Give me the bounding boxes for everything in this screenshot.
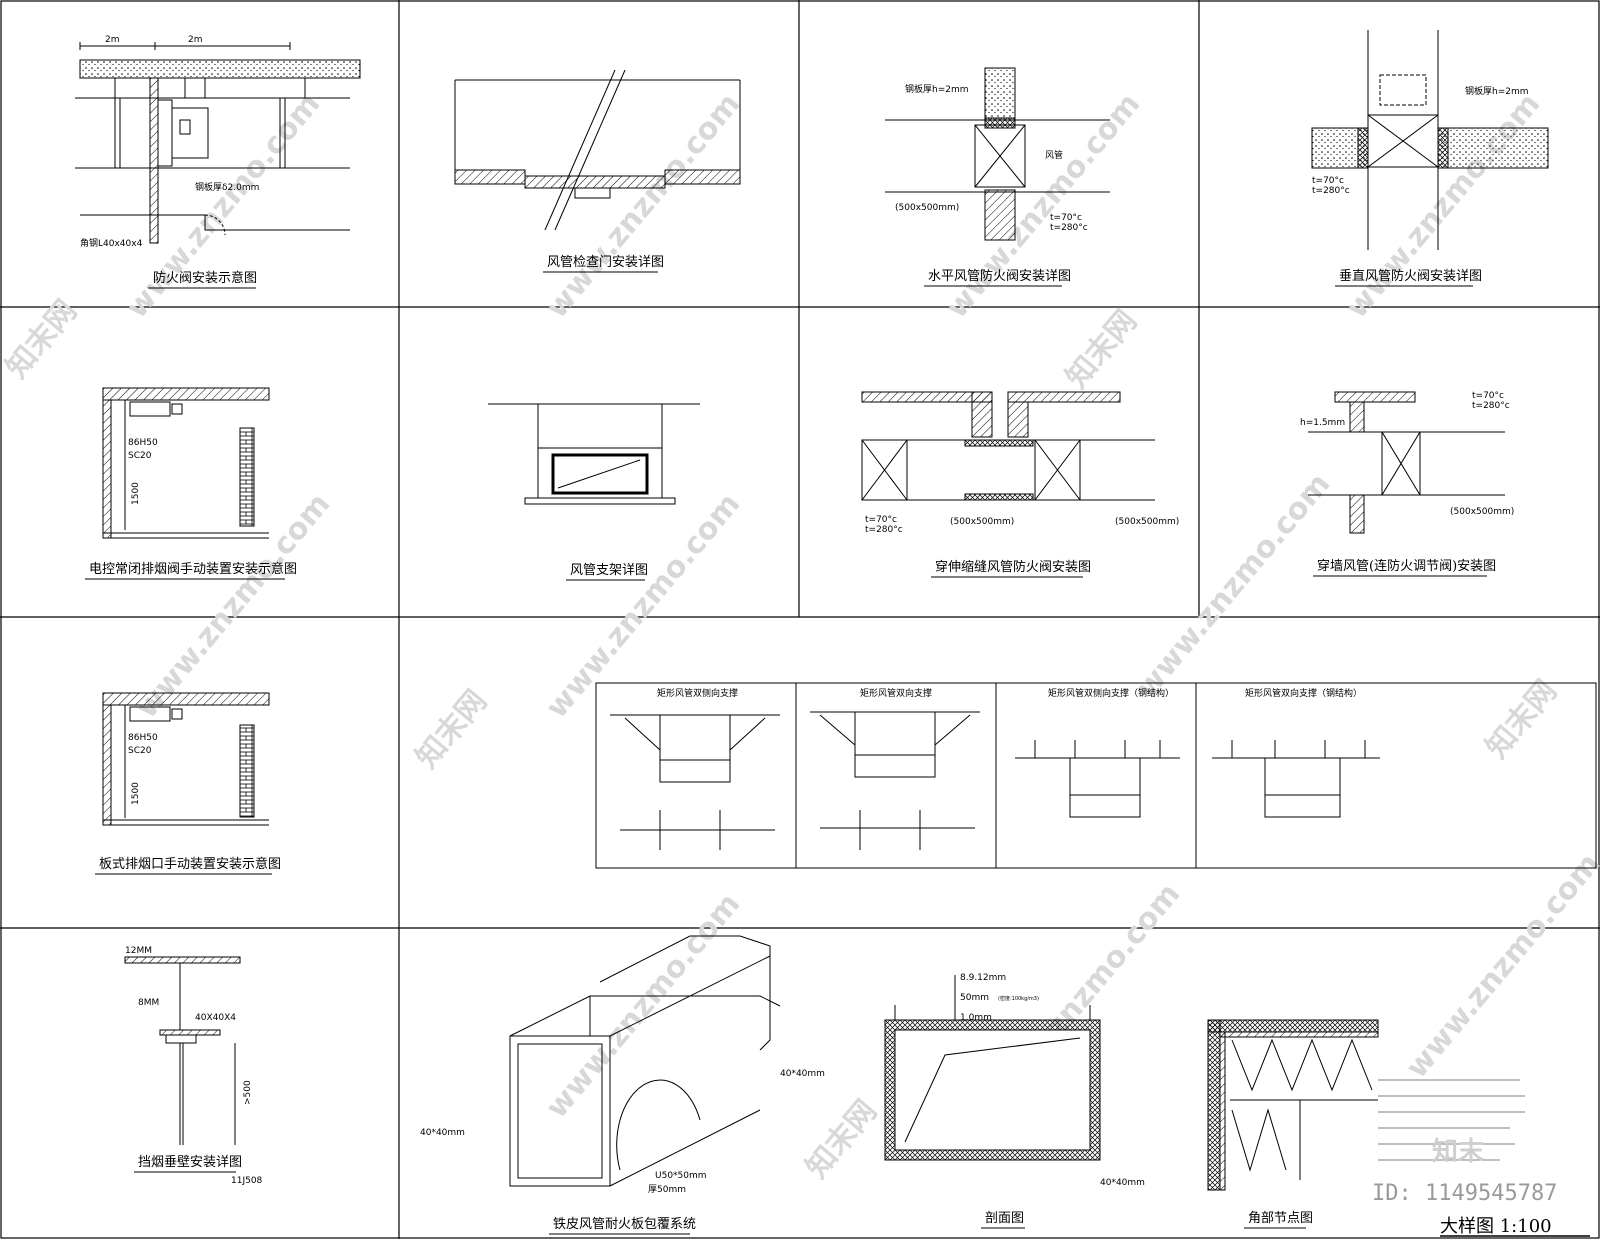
annotation-label: 1500 [131, 482, 141, 505]
annotation-label: SC20 [128, 451, 152, 461]
annotation-label: t=70°c [1050, 213, 1082, 223]
wall-penetration-duct-diagram [1308, 391, 1505, 534]
expansion-joint-damper-diagram [861, 391, 1155, 501]
annotation-label: 钢板厚h=2mm [905, 83, 969, 95]
dimension-label: 2m [105, 35, 120, 45]
panel-title: 风管检查门安装详图 [547, 255, 664, 270]
annotation-label: 8.9.12mm [960, 973, 1006, 983]
support-caption: 矩形风管双向支撑（钢结构） [1245, 687, 1362, 699]
panel-title: 穿伸缩缝风管防火阀安装图 [935, 559, 1091, 575]
panel-title: 风管支架详图 [570, 563, 648, 578]
annotation-label: 12MM [125, 946, 152, 956]
inspection-door-diagram [454, 69, 741, 231]
annotation-label: (密度:100kg/m3) [998, 995, 1039, 1002]
annotation-label: 1.0mm [960, 1013, 992, 1023]
watermark-text: www.znzmo.com [1399, 847, 1600, 1085]
annotation-label: 钢板厚h=2mm [1465, 85, 1529, 97]
panel-title: 防火阀安装示意图 [153, 270, 257, 286]
annotation-label: 86H50 [128, 733, 158, 743]
asset-id: ID: 1149545787 [1372, 1181, 1557, 1206]
watermark-text: www.znzmo.com [939, 87, 1147, 325]
duct-support-table [595, 682, 1597, 869]
duct-bracket-diagram [488, 403, 700, 505]
annotation-label: 40X40X4 [195, 1013, 236, 1023]
annotation-label: t=70°c [865, 515, 897, 525]
annotation-label: t=280°c [865, 525, 903, 535]
annotation-label: SC20 [128, 746, 152, 756]
watermark-text: www.znzmo.com [1339, 87, 1547, 325]
annotation-label: (500x500mm) [1450, 507, 1514, 517]
annotation-label: t=280°c [1050, 223, 1088, 233]
vertical-duct-damper-diagram [1311, 30, 1549, 250]
corner-node-diagram [1207, 1019, 1379, 1191]
annotation-label: t=70°c [1472, 391, 1504, 401]
annotation-label: 风管 [1045, 149, 1063, 161]
support-caption: 矩形风管双侧向支撑 [657, 687, 738, 699]
annotation-label: 50mm [960, 993, 989, 1003]
plate-smoke-vent-diagram [102, 692, 270, 826]
annotation-label: t=280°c [1472, 401, 1510, 411]
annotation-label: 8MM [138, 998, 159, 1008]
annotation-label: 40*40mm [420, 1128, 465, 1138]
annotation-label: h=1.5mm [1300, 418, 1345, 428]
panel-title: 角部节点图 [1248, 1211, 1313, 1226]
fireproof-board-cladding-diagram [509, 935, 781, 1187]
annotation-label: 86H50 [128, 438, 158, 448]
panel-title: 穿墙风管(连防火调节阀)安装图 [1317, 558, 1496, 574]
support-caption: 矩形风管双向支撑 [860, 687, 932, 699]
annotation-label: 1500 [131, 782, 141, 805]
fire-damper-install-diagram [75, 42, 361, 244]
panel-title: 水平风管防火阀安装详图 [928, 268, 1071, 284]
annotation-label: 钢板厚δ2.0mm [195, 181, 259, 193]
annotation-label: (500x500mm) [895, 203, 959, 213]
panel-title: 电控常闭排烟阀手动装置安装示意图 [89, 561, 297, 577]
panel-title: 铁皮风管耐火板包覆系统 [553, 1217, 696, 1232]
watermark-text: www.znzmo.com [1129, 467, 1337, 705]
horizontal-duct-damper-diagram [885, 67, 1110, 241]
annotation-label: (500x500mm) [1115, 517, 1179, 527]
watermark-text: 知末网 [1479, 674, 1564, 765]
watermark-text: 知末网 [799, 1094, 884, 1185]
panel-title: 剖面图 [985, 1211, 1024, 1226]
brand-watermark: 知末 [1432, 1137, 1485, 1167]
watermark-text: www.znzmo.com [539, 87, 747, 325]
annotation-label: t=280°c [1312, 186, 1350, 196]
support-caption: 矩形风管双侧向支撑（钢结构） [1048, 687, 1174, 699]
annotation-label: (500x500mm) [950, 517, 1014, 527]
panel-title: 板式排烟口手动装置安装示意图 [99, 856, 281, 872]
annotation-label: 11J508 [231, 1176, 263, 1186]
annotation-label: 40*40mm [1100, 1178, 1145, 1188]
annotation-label: U50*50mm [655, 1171, 707, 1181]
annotation-label: 角钢L40x40x4 [80, 237, 143, 249]
section-diagram [884, 975, 1101, 1161]
watermark-text: www.znzmo.com [129, 487, 337, 725]
annotation-label: >500 [243, 1080, 253, 1105]
panel-title: 垂直风管防火阀安装详图 [1339, 268, 1482, 284]
dimension-label: 2m [188, 35, 203, 45]
annotation-label: t=70°c [1312, 176, 1344, 186]
smoke-valve-manual-device-diagram [102, 387, 270, 539]
notes-block [1378, 1079, 1525, 1161]
annotation-label: 厚50mm [648, 1184, 686, 1195]
annotation-label: 40*40mm [780, 1069, 825, 1079]
watermark-text: 知末网 [1059, 304, 1144, 395]
panel-title: 挡烟垂壁安装详图 [138, 1155, 242, 1170]
smoke-barrier-diagram [124, 956, 241, 1145]
scale-label: 大样图 1:100 [1440, 1216, 1552, 1237]
watermark-text: 知末网 [409, 684, 494, 775]
